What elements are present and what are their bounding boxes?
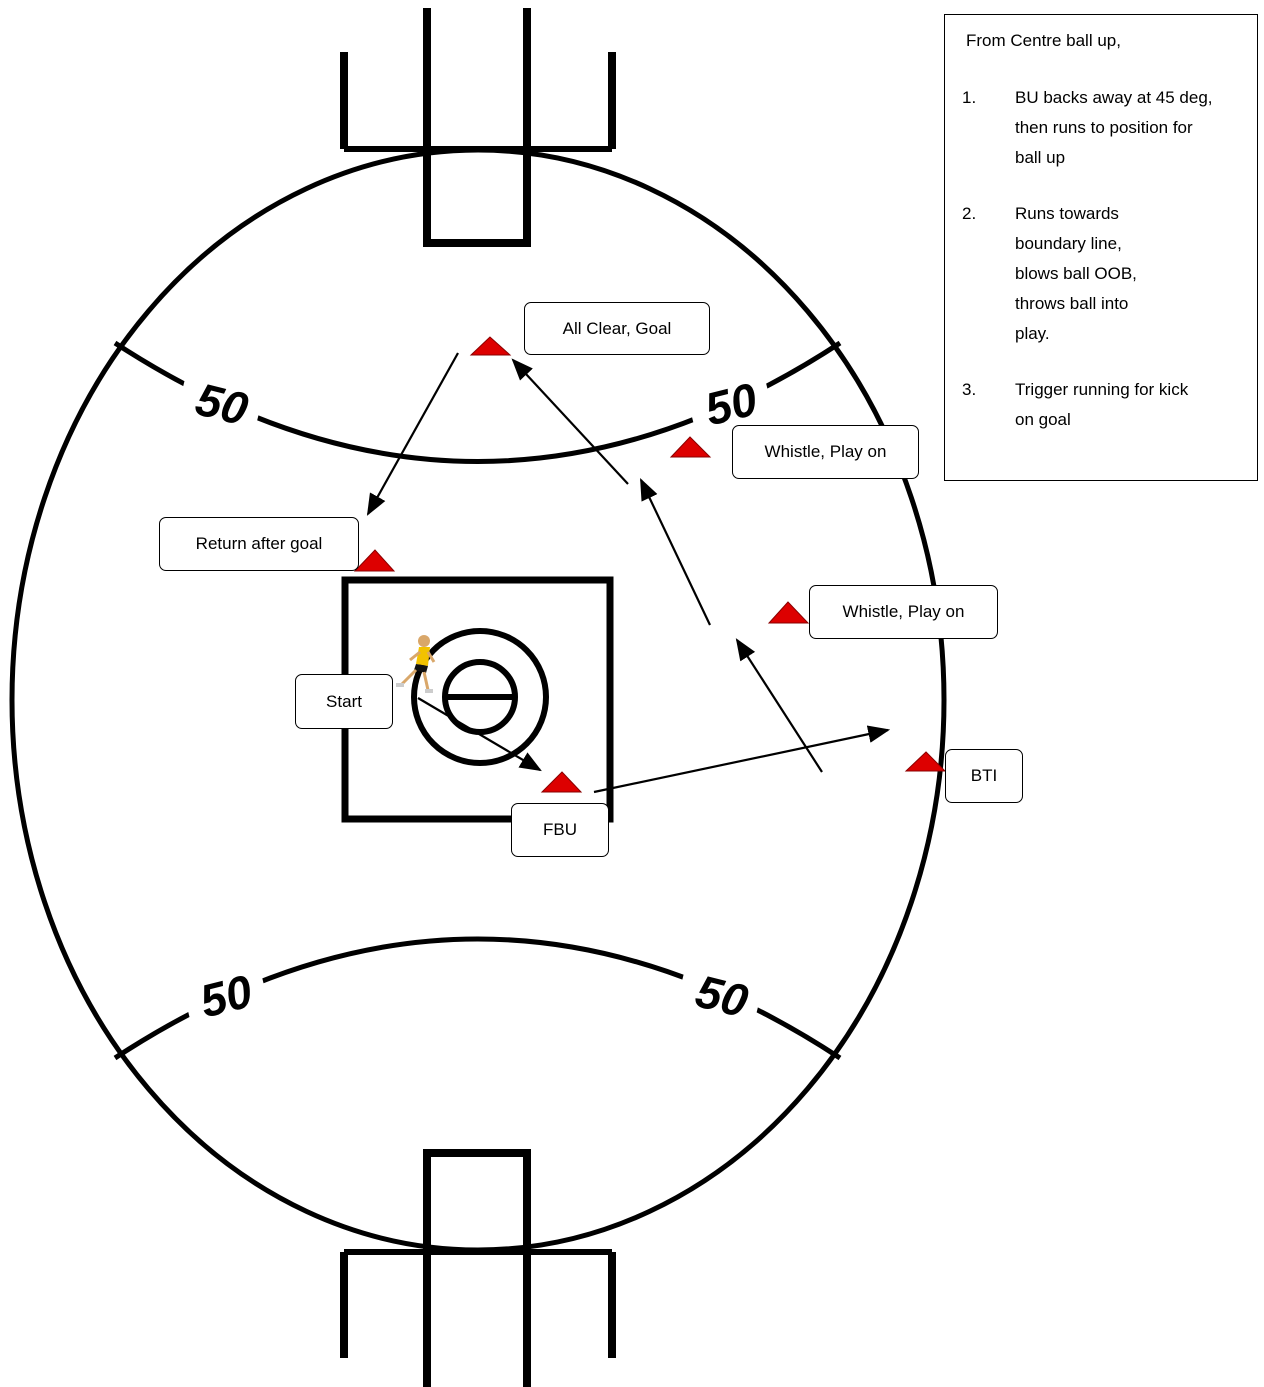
step-number: 3. <box>962 380 977 399</box>
instruction-step: 2. Runs towards boundary line, blows bal… <box>962 199 1165 349</box>
step-text: Trigger running for kick on goal <box>1015 380 1189 429</box>
cone-whistle-upper <box>669 436 712 458</box>
arrow-start-to-fbu <box>417 697 542 772</box>
arrow-mid-to-upper <box>640 478 711 626</box>
callout-bti: BTI <box>945 749 1023 803</box>
callout-whistle-play-on-upper: Whistle, Play on <box>732 425 919 479</box>
centre-circle-outer <box>411 628 549 766</box>
cone-all-clear <box>469 336 512 356</box>
arrow-bti-to-mid <box>735 638 823 773</box>
step-number: 2. <box>962 204 977 223</box>
instructions-intro: From Centre ball up, <box>966 31 1121 50</box>
svg-text:50: 50 <box>700 372 763 435</box>
bottom-goal-square <box>423 1149 531 1252</box>
cone-whistle-lower <box>767 601 810 624</box>
movement-arrows <box>366 352 891 794</box>
instruction-step: 3. Trigger running for kick on goal <box>962 375 1190 435</box>
step-text: BU backs away at 45 deg, then runs to po… <box>1015 88 1213 167</box>
cone-markers <box>353 336 947 793</box>
svg-text:50: 50 <box>691 965 754 1028</box>
fifty-label-bottom-left: 50 <box>179 959 271 1029</box>
cone-fbu <box>540 771 583 793</box>
arrow-upper-to-goal <box>511 358 629 485</box>
callout-fbu: FBU <box>511 803 609 857</box>
callout-whistle-play-on-lower: Whistle, Play on <box>809 585 998 639</box>
fifty-label-top-right: 50 <box>684 369 776 439</box>
fifty-label-top-left: 50 <box>174 369 266 439</box>
arrow-goal-to-return <box>366 352 459 516</box>
svg-text:50: 50 <box>195 964 258 1027</box>
callout-all-clear-goal: All Clear, Goal <box>524 302 710 355</box>
cone-bti <box>904 751 947 772</box>
arrow-fbu-to-bti <box>593 725 891 794</box>
instructions-panel: From Centre ball up, 1. BU backs away at… <box>944 14 1258 481</box>
top-goal <box>330 0 630 247</box>
callout-return-after-goal: Return after goal <box>159 517 359 571</box>
instruction-step: 1. BU backs away at 45 deg, then runs to… <box>962 83 1215 173</box>
step-number: 1. <box>962 88 977 107</box>
umpire-runner-icon <box>396 635 436 693</box>
step-text: Runs towards boundary line, blows ball O… <box>1015 204 1137 343</box>
bottom-goal <box>330 1149 630 1387</box>
cone-return <box>353 549 396 572</box>
callout-start: Start <box>295 674 393 729</box>
top-goal-square <box>423 149 531 247</box>
svg-text:50: 50 <box>191 373 254 436</box>
fifty-label-bottom-right: 50 <box>674 959 766 1029</box>
